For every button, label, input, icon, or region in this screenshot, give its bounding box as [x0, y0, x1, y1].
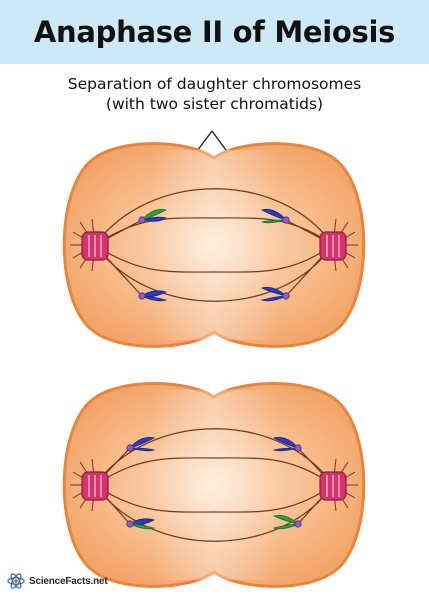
chromosome-top-left: [138, 208, 168, 224]
chromosome-bottom-right: [272, 514, 302, 530]
spindle-fibers: [94, 428, 334, 542]
caption: Separation of daughter chromosomes (with…: [0, 74, 429, 114]
atom-icon: [7, 573, 25, 589]
caption-line-1: Separation of daughter chromosomes: [67, 75, 362, 93]
aster-left: [70, 458, 109, 512]
logo: ScienceFacts.net: [6, 570, 108, 592]
aster-left: [70, 218, 109, 272]
chromosome-top-right: [272, 436, 302, 452]
chromosome-top-right: [260, 208, 290, 224]
caption-line-2: (with two sister chromatids): [105, 95, 324, 113]
logo-text: ScienceFacts.net: [29, 575, 108, 587]
chromosome-bottom-right: [260, 286, 290, 302]
page-title: Anaphase II of Meiosis: [33, 15, 396, 49]
chromosome-bottom-left: [126, 518, 156, 530]
chromosome-bottom-left: [138, 290, 168, 302]
aster-right: [319, 458, 358, 512]
chromosome-top-left: [126, 436, 156, 452]
bottom-cell: [62, 382, 366, 588]
top-cell: [62, 142, 366, 348]
cleavage-highlight: [150, 150, 278, 340]
aster-right: [319, 218, 358, 272]
title-bar: Anaphase II of Meiosis: [0, 0, 429, 64]
cleavage-highlight: [150, 390, 278, 580]
